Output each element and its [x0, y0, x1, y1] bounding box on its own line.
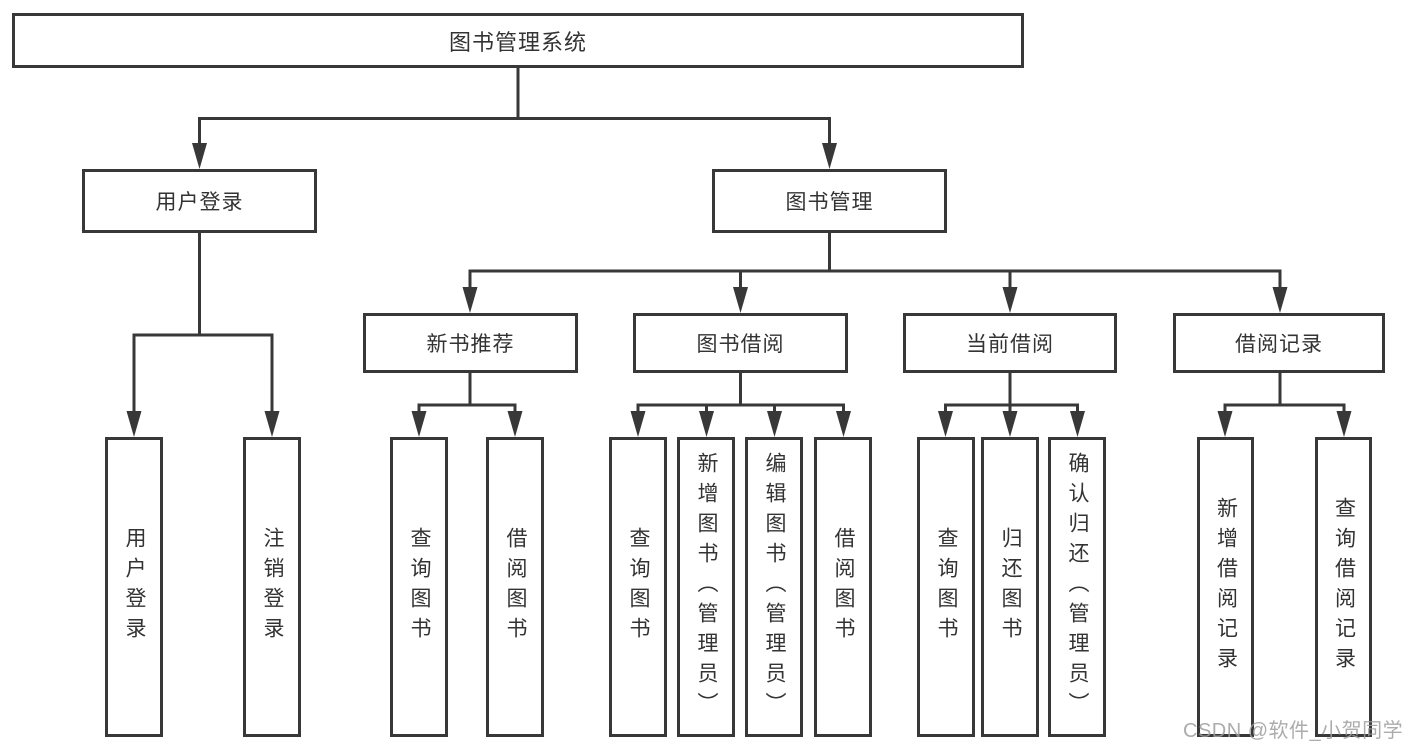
leaf-query-borrow-record: 查询借阅记录 — [1315, 437, 1372, 737]
leaf-logout: 注销登录 — [243, 437, 301, 737]
node-current-borrow: 当前借阅 — [903, 313, 1117, 373]
node-label: 借阅图书 — [832, 527, 855, 647]
node-label: 新增图书（管理员） — [695, 452, 718, 722]
watermark-text: CSDN @软件_小贺同学 — [1183, 720, 1404, 742]
node-borrow-records: 借阅记录 — [1173, 313, 1385, 373]
connector-book-borrow-to-leaves — [630, 373, 851, 437]
node-label: 新书推荐 — [426, 333, 515, 356]
node-label: 图书管理系统 — [448, 29, 587, 55]
node-library-system: 图书管理系统 — [12, 13, 1024, 68]
leaf-return-books: 归还图书 — [981, 437, 1039, 737]
node-label: 用户登录 — [155, 191, 244, 214]
connector-book-management-to-level3 — [462, 233, 1288, 313]
node-label: 注销登录 — [261, 527, 284, 647]
node-label: 用户登录 — [123, 527, 146, 647]
node-label: 编辑图书（管理员） — [763, 452, 786, 722]
leaf-borrow-books-recommend: 借阅图书 — [486, 437, 544, 737]
node-label: 归还图书 — [999, 527, 1022, 647]
node-label: 图书借阅 — [696, 333, 785, 356]
connector-current-borrow-to-leaves — [938, 373, 1085, 437]
leaf-query-books-borrow: 查询图书 — [609, 437, 667, 737]
node-label: 图书管理 — [785, 191, 874, 214]
connector-borrow-records-to-leaves — [1217, 373, 1352, 437]
node-book-borrow: 图书借阅 — [633, 313, 848, 373]
leaf-confirm-return-admin: 确认归还（管理员） — [1048, 437, 1106, 737]
leaf-add-borrow-record: 新增借阅记录 — [1197, 437, 1254, 737]
node-label: 查询图书 — [935, 527, 958, 647]
connector-user-login-to-leaves — [126, 233, 280, 437]
leaf-add-books-admin: 新增图书（管理员） — [677, 437, 735, 737]
node-label: 查询图书 — [408, 527, 431, 647]
node-label: 查询图书 — [627, 527, 650, 647]
leaf-query-books-current: 查询图书 — [917, 437, 975, 737]
leaf-edit-books-admin: 编辑图书（管理员） — [745, 437, 803, 737]
node-label: 确认归还（管理员） — [1066, 452, 1089, 722]
node-label: 当前借阅 — [966, 333, 1054, 356]
node-label: 新增借阅记录 — [1214, 497, 1238, 677]
node-user-login: 用户登录 — [82, 169, 317, 233]
leaf-borrow-books: 借阅图书 — [814, 437, 872, 737]
node-book-management: 图书管理 — [712, 169, 947, 233]
node-label: 借阅图书 — [504, 527, 527, 647]
node-label: 借阅记录 — [1235, 333, 1323, 356]
leaf-query-books-recommend: 查询图书 — [390, 437, 448, 737]
leaf-user-login: 用户登录 — [105, 437, 163, 737]
node-label: 查询借阅记录 — [1332, 497, 1356, 677]
node-new-book-recommend: 新书推荐 — [363, 313, 578, 373]
connector-root-to-level2 — [192, 68, 837, 169]
connector-new-book-recommend-to-leaves — [411, 373, 523, 437]
